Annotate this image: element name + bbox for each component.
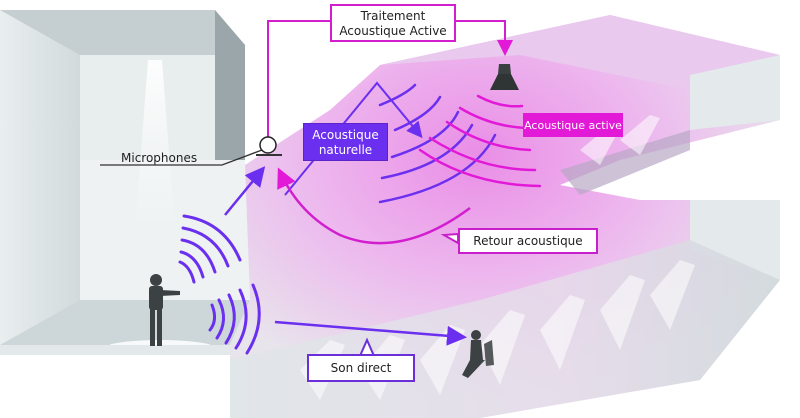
processing-label: Traitement Acoustique Active: [330, 4, 456, 42]
natural-acoustics-label: Acoustique naturelle: [303, 123, 388, 161]
processing-signal-line: [267, 20, 513, 137]
active-acoustics-label: Acoustique active: [523, 113, 623, 137]
microphones-label: Microphones: [121, 151, 198, 165]
direct-sound-arrows: [224, 166, 467, 346]
active-waves: [418, 94, 542, 188]
stage-box: [0, 10, 250, 356]
speaker-icon: [490, 64, 519, 90]
direct-sound-label: Son direct: [307, 354, 415, 382]
feedback-label: Retour acoustique: [458, 228, 598, 254]
musician-figure: [149, 274, 180, 346]
listener-figure: [462, 330, 494, 378]
processing-label-line2: Acoustique Active: [339, 24, 447, 38]
concert-hall: [230, 15, 780, 418]
natural-label-line1: Acoustique: [312, 128, 379, 142]
feedback-arc: [277, 167, 471, 245]
processing-label-line1: Traitement: [360, 9, 426, 23]
microphone-icon: [256, 136, 282, 156]
natural-label-line2: naturelle: [318, 143, 373, 157]
direct-sound-waves: [178, 214, 261, 355]
microphone-leader-line: [100, 149, 263, 166]
